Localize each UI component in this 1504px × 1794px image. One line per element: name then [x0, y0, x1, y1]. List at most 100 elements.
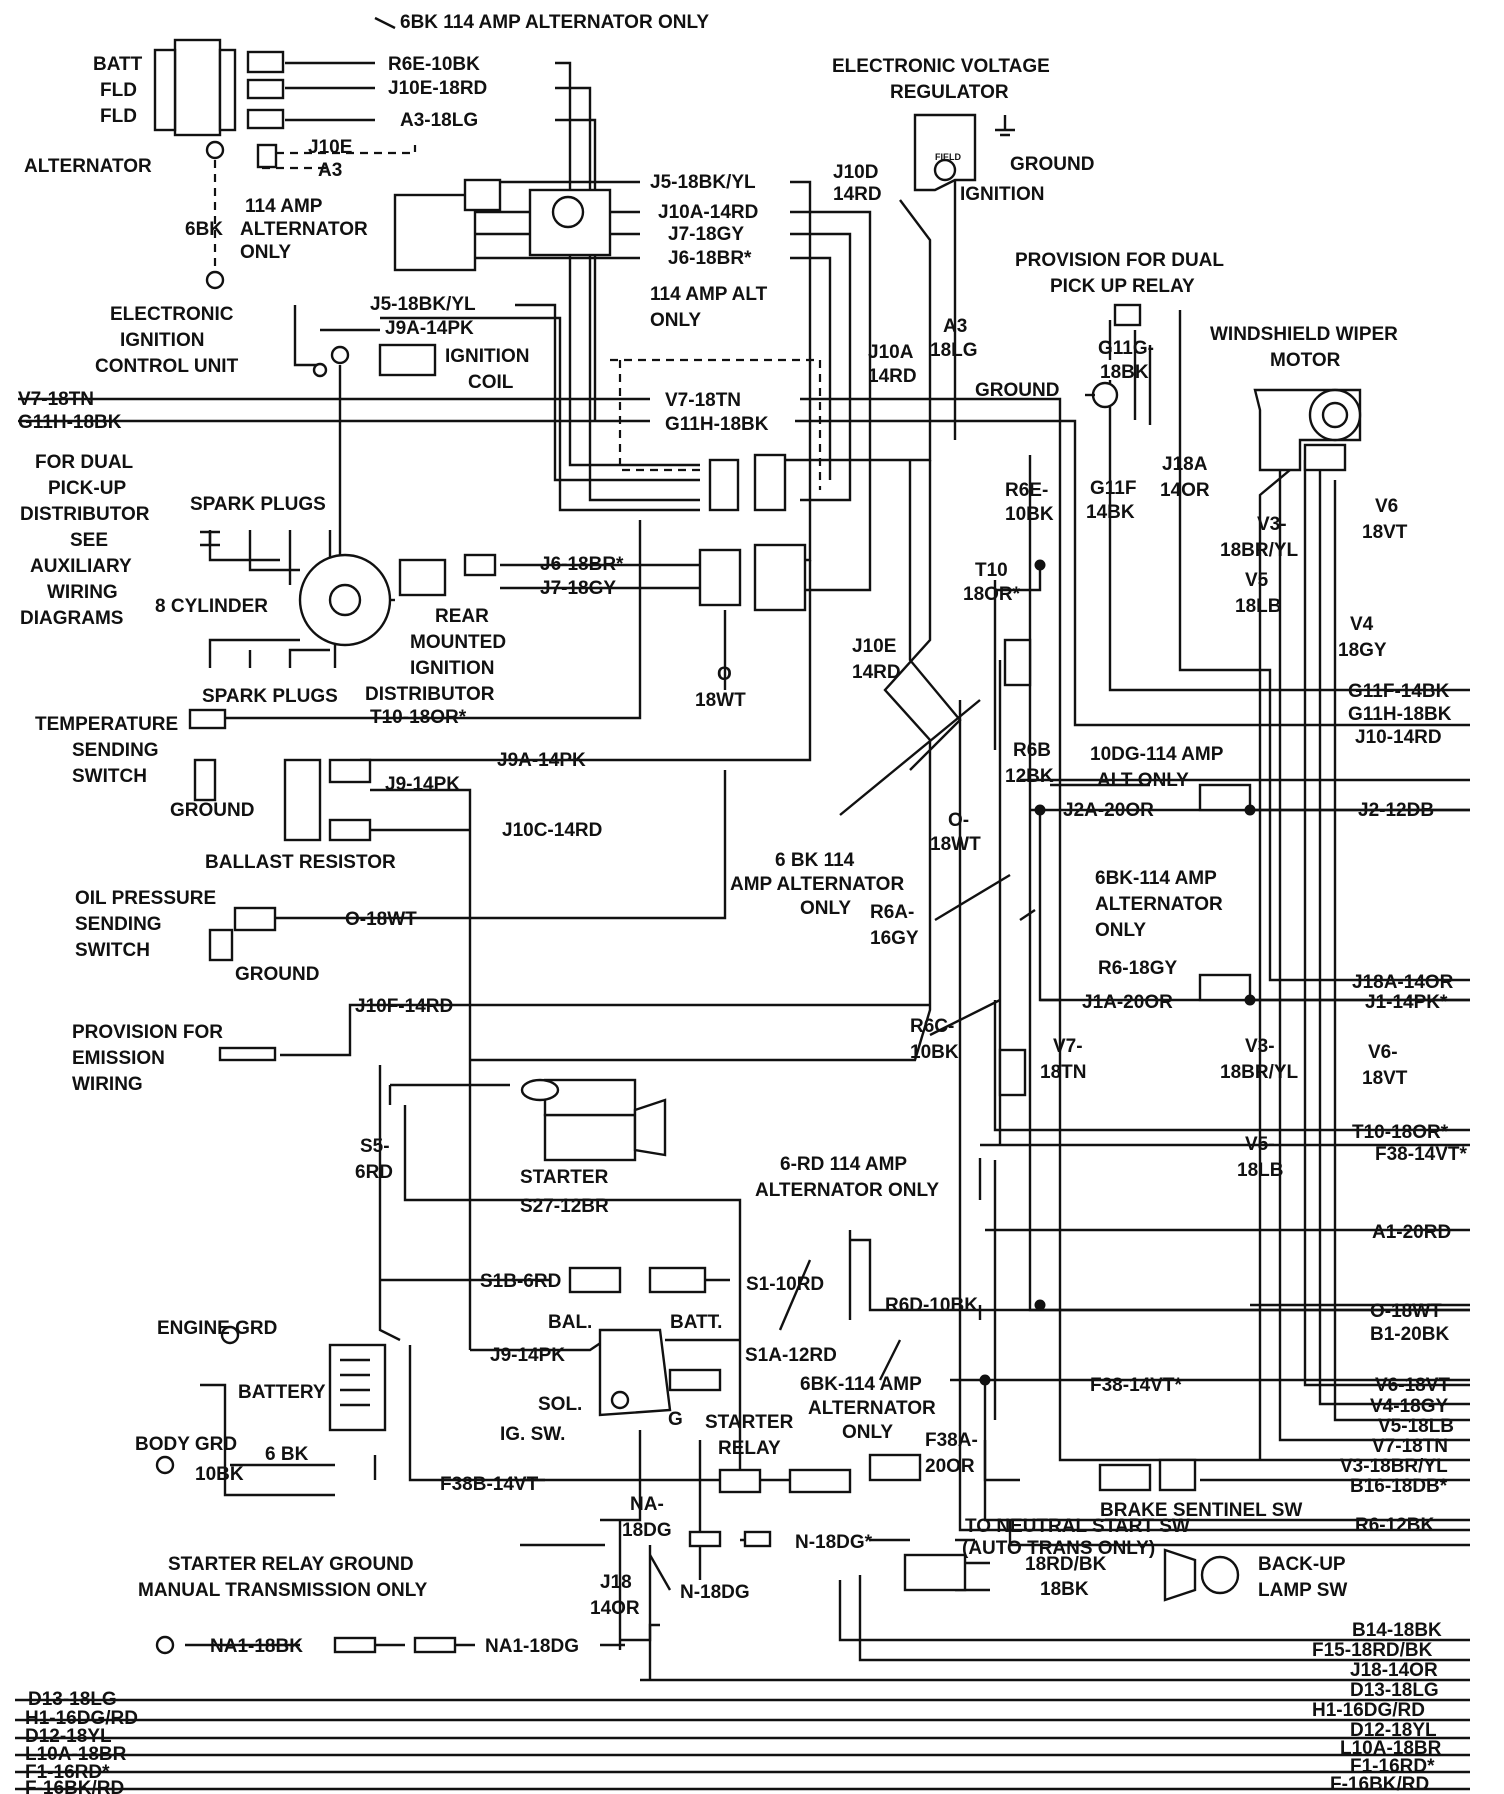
- label: COIL: [468, 372, 514, 393]
- label: J10C-14RD: [502, 820, 602, 841]
- label: 14RD: [833, 184, 882, 205]
- na1-connectors: [333, 1636, 457, 1654]
- label: BACK-UP: [1258, 1554, 1346, 1575]
- label: 6 BK 114: [775, 850, 855, 871]
- label: A3: [318, 160, 342, 181]
- label: SPARK PLUGS: [190, 494, 326, 515]
- label: ONLY: [1095, 920, 1146, 941]
- label: J2-12DB: [1358, 800, 1434, 821]
- label: S1A-12RD: [745, 1345, 837, 1366]
- label: SENDING: [75, 914, 162, 935]
- label: J18A: [1162, 454, 1208, 475]
- distributor: [298, 553, 497, 647]
- label: BAL.: [548, 1312, 592, 1333]
- label: V5-18LB: [1378, 1416, 1454, 1437]
- label: GROUND: [1010, 154, 1094, 175]
- label: 18LB: [1237, 1160, 1283, 1181]
- label: NA1-18DG: [485, 1636, 579, 1657]
- label: J10F-14RD: [355, 996, 453, 1017]
- starter-relay: [598, 1328, 722, 1417]
- label: J10D: [833, 162, 878, 183]
- label: WINDSHIELD WIPER: [1210, 324, 1398, 345]
- label: 10DG-114 AMP: [1090, 744, 1224, 765]
- label: J2A-20OR: [1063, 800, 1154, 821]
- label: NA-: [630, 1494, 664, 1515]
- label: OIL PRESSURE: [75, 888, 216, 909]
- label: R6D-10BK: [885, 1295, 978, 1316]
- wires: [15, 16, 1470, 1791]
- label: FOR DUAL: [35, 452, 134, 473]
- label: V6-18VT: [1375, 1375, 1450, 1396]
- label: FIELD: [935, 152, 961, 162]
- label: SEE: [70, 530, 108, 551]
- label: J5-18BK/YL: [370, 294, 476, 315]
- label: GROUND: [170, 800, 254, 821]
- label: REGULATOR: [890, 82, 1009, 103]
- label: F1-16RD*: [1350, 1756, 1435, 1777]
- label: LAMP SW: [1258, 1580, 1347, 1601]
- label: J10E-18RD: [388, 78, 487, 99]
- label: J9-14PK: [385, 774, 460, 795]
- electronic-ignition-control-unit: [393, 178, 612, 272]
- label: 18BK: [1040, 1579, 1089, 1600]
- label: H1-16DG/RD: [25, 1708, 138, 1729]
- label: 18WT: [695, 690, 746, 711]
- label: R6B: [1013, 740, 1051, 761]
- label: TO NEUTRAL START SW: [965, 1516, 1190, 1537]
- label: J18: [600, 1572, 632, 1593]
- label: ALT ONLY: [1097, 770, 1189, 791]
- label: L10A-18BR: [25, 1744, 127, 1765]
- label: R6E-: [1005, 480, 1048, 501]
- label: J9A-14PK: [385, 318, 474, 339]
- label: 14OR: [590, 1598, 640, 1619]
- label: ALTERNATOR: [1095, 894, 1223, 915]
- label: J9A-14PK: [497, 750, 586, 771]
- label: DISTRIBUTOR: [365, 684, 495, 705]
- label: BALLAST RESISTOR: [205, 852, 396, 873]
- label: CONTROL UNIT: [95, 356, 239, 377]
- label: J18-14OR: [1350, 1660, 1438, 1681]
- label: A3-18LG: [400, 110, 478, 131]
- label: 18GY: [1338, 640, 1387, 661]
- label: R6C-: [910, 1016, 954, 1037]
- label: A3: [943, 316, 967, 337]
- label: V5: [1245, 570, 1269, 591]
- label: H1-16DG/RD: [1312, 1700, 1425, 1721]
- label: G11H-18BK: [18, 412, 122, 433]
- ballast-resistor: [283, 758, 372, 842]
- label: V7-18TN: [18, 389, 94, 410]
- label: 14RD: [852, 662, 901, 683]
- label: 18VT: [1362, 1068, 1408, 1089]
- label: SWITCH: [72, 766, 147, 787]
- label: TEMPERATURE: [35, 714, 178, 735]
- label: V4-18GY: [1370, 1396, 1448, 1417]
- label: RELAY: [718, 1438, 781, 1459]
- label: DIAGRAMS: [20, 608, 123, 629]
- label: V6-: [1368, 1042, 1398, 1063]
- label: ELECTRONIC VOLTAGE: [832, 56, 1050, 77]
- label: 6BK-114 AMP: [1095, 868, 1217, 889]
- neutral-start-connectors: [688, 1530, 967, 1592]
- label: SOL.: [538, 1394, 582, 1415]
- label: WIRING: [72, 1074, 143, 1095]
- label: 18LB: [1235, 596, 1281, 617]
- label: 6 BK: [265, 1444, 309, 1465]
- label: G11H-18BK: [665, 414, 769, 435]
- label: J1-14PK*: [1365, 992, 1448, 1013]
- label: FLD: [100, 106, 137, 127]
- label: 18TN: [1040, 1062, 1086, 1083]
- label: N-18DG*: [795, 1532, 873, 1553]
- s1-connectors: [568, 1266, 852, 1494]
- backup-lamp-switch: [1163, 1548, 1240, 1602]
- label: T10-18OR*: [1352, 1122, 1449, 1143]
- label: FLD: [100, 80, 137, 101]
- label: BATT: [93, 54, 143, 75]
- label: S5-: [360, 1136, 390, 1157]
- label: T10: [975, 560, 1008, 581]
- label: G11H-18BK: [1348, 704, 1452, 725]
- label: (AUTO TRANS ONLY): [962, 1538, 1155, 1559]
- label: PROVISION FOR DUAL: [1015, 250, 1224, 271]
- label: J6-18BR*: [540, 554, 624, 575]
- label: SWITCH: [75, 940, 150, 961]
- label: N-18DG: [680, 1582, 750, 1603]
